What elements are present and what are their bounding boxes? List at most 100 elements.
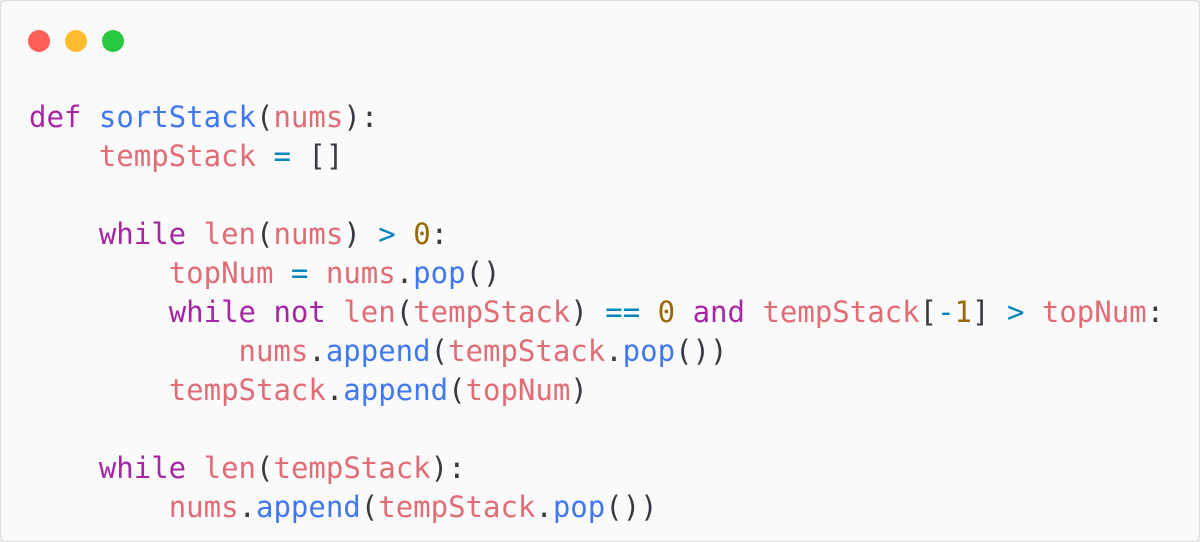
code-token: ): (430, 451, 466, 485)
code-token: ] (972, 295, 990, 329)
code-token: ( (448, 373, 466, 407)
code-token: = (290, 256, 309, 290)
code-token: nums (238, 334, 309, 368)
code-token: topNum (465, 373, 571, 407)
code-token: . (308, 334, 326, 368)
code-token (29, 490, 169, 524)
code-token: : (430, 217, 449, 251)
title-bar (1, 1, 1199, 81)
code-token: () (465, 256, 501, 290)
code-token: ( (256, 217, 274, 251)
code-token: [ (919, 295, 938, 329)
code-line: tempStack.append(topNum) (29, 371, 1164, 410)
code-line: nums.append(tempStack.pop()) (29, 488, 1164, 527)
code-token (29, 334, 239, 368)
close-window-button[interactable] (28, 30, 50, 52)
code-token (186, 451, 203, 485)
code-token (29, 295, 169, 329)
code-token: ) (570, 373, 588, 407)
code-token (29, 217, 99, 251)
code-token: ( (395, 295, 414, 329)
code-token: pop (622, 334, 676, 368)
code-token: sortStack (98, 100, 256, 134)
code-token: ): (343, 100, 379, 134)
code-block: def sortStack(nums): tempStack = [] whil… (29, 98, 1164, 527)
code-line: while not len(tempStack) == 0 and tempSt… (29, 293, 1164, 332)
code-token (29, 256, 169, 290)
minimize-window-button[interactable] (65, 30, 87, 52)
code-token (256, 139, 273, 173)
code-line: def sortStack(nums): (29, 98, 1164, 137)
code-token: ()) (675, 334, 728, 368)
code-token: len (343, 295, 396, 329)
code-token: = (273, 139, 291, 173)
code-token (326, 295, 343, 329)
code-token (29, 373, 169, 407)
code-token: def (29, 100, 82, 134)
code-token: while (168, 295, 256, 329)
code-token: and (692, 295, 745, 329)
code-token (361, 217, 378, 251)
code-token: len (203, 217, 257, 251)
code-token: - (937, 295, 955, 329)
code-line: nums.append(tempStack.pop()) (29, 332, 1164, 371)
code-token: ( (360, 490, 379, 524)
code-token: tempStack (413, 295, 571, 329)
code-token: while (98, 451, 187, 485)
code-token (745, 295, 762, 329)
code-token: ( (256, 100, 274, 134)
code-token: tempStack (98, 139, 256, 173)
code-token: tempStack (448, 334, 606, 368)
code-token: nums (273, 217, 344, 251)
code-token: tempStack (273, 451, 431, 485)
code-token (256, 295, 273, 329)
code-line (29, 176, 1164, 215)
code-line: topNum = nums.pop() (29, 254, 1164, 293)
code-token (396, 217, 413, 251)
code-token: not (273, 295, 326, 329)
code-token: len (203, 451, 257, 485)
code-line: tempStack = [] (29, 137, 1164, 176)
code-token (29, 139, 99, 173)
code-token: ) (570, 295, 588, 329)
code-token: . (535, 490, 553, 524)
code-token (989, 295, 1006, 329)
code-token (588, 295, 605, 329)
code-token: ( (256, 451, 274, 485)
code-token: > (378, 217, 396, 251)
code-token: . (395, 256, 414, 290)
code-token: append (325, 334, 431, 368)
code-token: . (605, 334, 623, 368)
code-token: pop (413, 256, 466, 290)
code-token: . (238, 490, 256, 524)
code-token: ) (343, 217, 361, 251)
zoom-window-button[interactable] (102, 30, 124, 52)
code-token: topNum (1041, 295, 1147, 329)
code-token: topNum (168, 256, 274, 290)
code-token: tempStack (168, 373, 326, 407)
code-token: : (1146, 295, 1165, 329)
code-token: tempStack (378, 490, 536, 524)
code-token: ()) (605, 490, 658, 524)
code-token (186, 217, 203, 251)
code-line (29, 410, 1164, 449)
code-line: while len(tempStack): (29, 449, 1164, 488)
code-token (273, 256, 290, 290)
code-token (675, 295, 692, 329)
code-token: append (256, 490, 361, 524)
code-token: == (605, 295, 641, 329)
code-token: ( (430, 334, 449, 368)
code-token: tempStack (762, 295, 920, 329)
code-token (29, 451, 99, 485)
code-token: 0 (413, 217, 431, 251)
code-token: 0 (657, 295, 676, 329)
code-token (640, 295, 657, 329)
code-token (81, 100, 98, 134)
code-token: 1 (954, 295, 972, 329)
code-token: nums (325, 256, 396, 290)
code-token (1024, 295, 1041, 329)
code-token: while (98, 217, 187, 251)
code-token: nums (168, 490, 239, 524)
code-token (308, 256, 325, 290)
